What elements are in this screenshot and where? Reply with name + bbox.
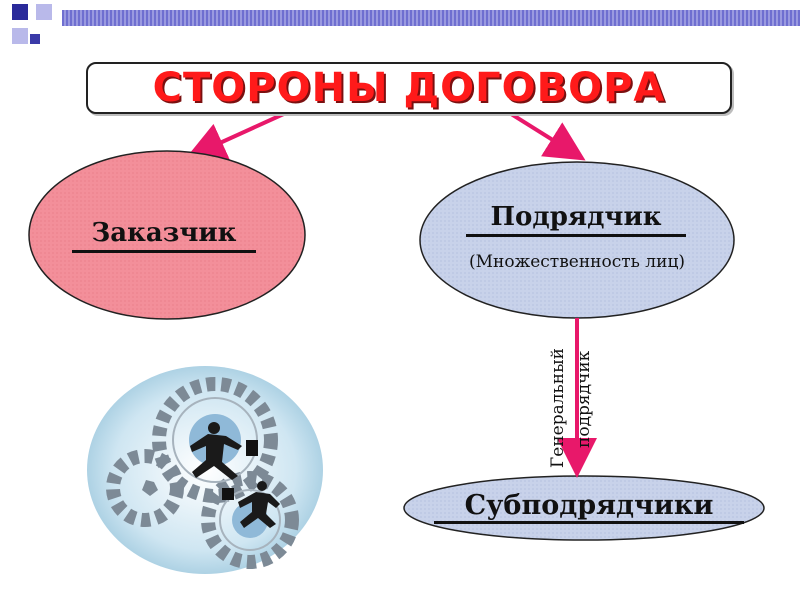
gears-clipart-icon <box>87 366 323 574</box>
businessman-running-icon <box>142 422 280 528</box>
subcontractors-label: Субподрядчики <box>434 490 744 524</box>
contractor-note: (Множественность лиц) <box>468 252 686 272</box>
arrow-to-customer <box>185 110 289 161</box>
customer-ellipse <box>28 150 306 320</box>
arrow-to-contractor <box>506 110 586 161</box>
relation-label-line2: подрядчик <box>574 350 594 448</box>
title-box: СТОРОНЫ ДОГОВОРА <box>86 62 732 114</box>
customer-label: Заказчик <box>72 218 256 253</box>
contractor-label: Подрядчик <box>466 202 686 237</box>
relation-label-line1: Генеральный <box>548 348 568 468</box>
top-stripe-bar <box>62 10 800 26</box>
contractor-ellipse <box>419 161 735 319</box>
corner-decoration <box>0 0 70 60</box>
diagram-title: СТОРОНЫ ДОГОВОРА <box>152 65 666 111</box>
